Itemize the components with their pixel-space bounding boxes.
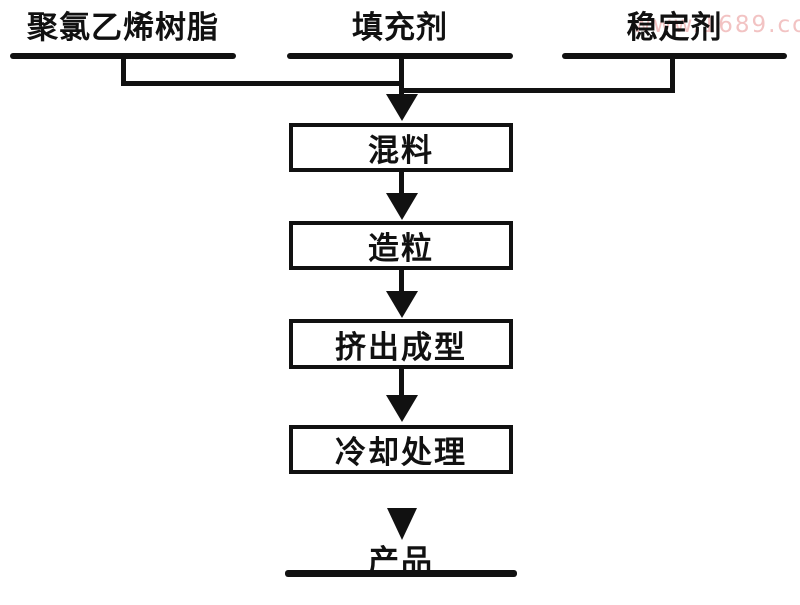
input-underline-filler	[287, 53, 513, 59]
connector-left-horizontal	[121, 81, 404, 86]
connector-right-horizontal	[399, 88, 675, 93]
arrow-shaft	[399, 369, 404, 397]
process-box-label: 挤出成型	[335, 329, 467, 366]
input-label-stabilizer: 稳定剂	[626, 10, 723, 46]
watermark-text: www.1689.com	[632, 12, 800, 38]
arrow-down-icon	[386, 291, 418, 318]
output-underline	[285, 570, 517, 577]
arrow-down-icon	[387, 508, 417, 540]
arrow-down-icon	[386, 94, 418, 121]
input-label-filler: 填充剂	[352, 10, 448, 46]
input-underline-pvc-resin	[10, 53, 236, 59]
process-box-label: 混料	[368, 133, 434, 169]
process-box-label: 冷却处理	[335, 435, 467, 471]
process-box-mixing: 混料	[289, 123, 513, 172]
connector-center-vertical	[399, 56, 404, 95]
connector-right-vertical	[670, 56, 675, 93]
process-box-label: 造粒	[368, 231, 434, 267]
input-label-pvc-resin: 聚氯乙烯树脂	[27, 10, 219, 46]
arrow-down-icon	[386, 193, 418, 220]
process-box-extrusion: 挤出成型	[289, 319, 513, 369]
input-underline-stabilizer	[562, 53, 787, 59]
arrow-shaft	[399, 172, 404, 196]
process-box-granulation: 造粒	[289, 221, 513, 270]
arrow-down-icon	[386, 395, 418, 422]
arrow-shaft	[399, 270, 404, 294]
connector-left-vertical	[121, 56, 126, 86]
process-box-cooling: 冷却处理	[289, 425, 513, 474]
